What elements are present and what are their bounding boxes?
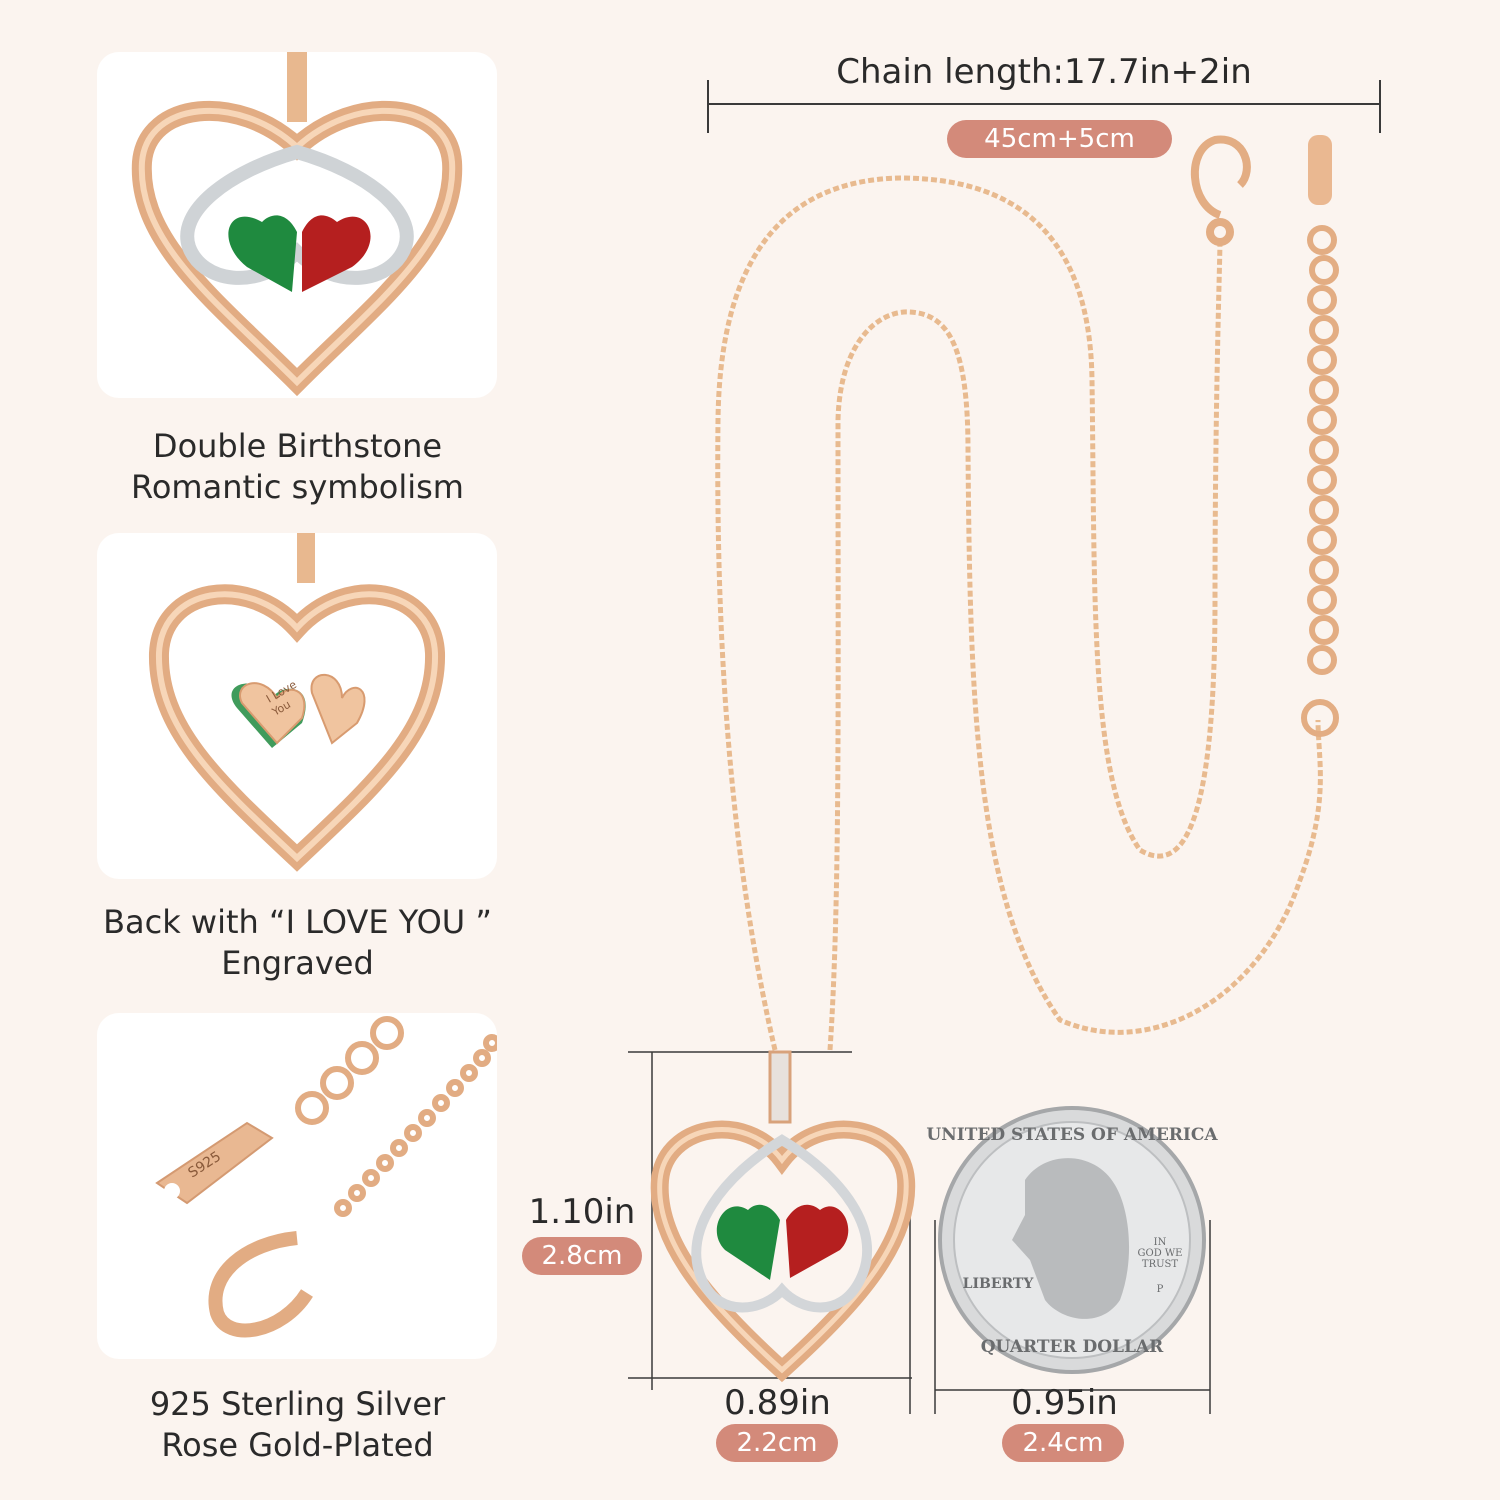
caption-line: Rose Gold-Plated (161, 1426, 434, 1464)
extender-chain (1301, 135, 1339, 737)
heart-pendant (650, 1050, 916, 1383)
coin-width-label: 0.95in (1011, 1383, 1118, 1423)
pendant-width-metric-pill: 2.2cm (716, 1424, 838, 1462)
front-pendant-image (131, 52, 463, 397)
quarter-coin: UNITED STATES OF AMERICA QUARTER DOLLAR … (926, 1106, 1218, 1374)
clasp-chain-card: S925 (97, 1013, 497, 1359)
pendant-dimension-lines (628, 1051, 1211, 1414)
coin-motto-text: IN (1154, 1237, 1167, 1248)
feature-caption-material: 925 Sterling Silver Rose Gold-Plated (60, 1384, 535, 1466)
engraved-back-card: I Love You (97, 533, 497, 879)
coin-mint-mark: P (1157, 1284, 1164, 1295)
pendant-height-metric-pill: 2.8cm (522, 1237, 642, 1275)
caption-line: Engraved (221, 944, 374, 982)
pendant-height-label: 1.10in (528, 1192, 636, 1232)
caption-line: 925 Sterling Silver (149, 1385, 446, 1423)
feature-caption-engraved: Back with “I LOVE YOU ” Engraved (60, 902, 535, 984)
necklace-chain (715, 175, 1323, 1051)
lobster-clasp-icon (1190, 135, 1251, 246)
coin-motto-text: GOD WE (1138, 1248, 1183, 1259)
chain-length-label: Chain length:17.7in+2in (836, 52, 1252, 92)
front-pendant-card (97, 52, 497, 398)
caption-line: Back with “I LOVE YOU ” (103, 903, 492, 941)
coin-top-text: UNITED STATES OF AMERICA (926, 1125, 1218, 1145)
pendant-width-label: 0.89in (724, 1383, 831, 1423)
chain-length-metric-pill: 45cm+5cm (947, 120, 1172, 158)
feature-caption-birthstone: Double Birthstone Romantic symbolism (60, 426, 535, 508)
caption-line: Romantic symbolism (131, 468, 464, 506)
engraved-back-image: I Love You (148, 533, 446, 872)
caption-line: Double Birthstone (152, 427, 443, 465)
coin-motto-text: TRUST (1142, 1259, 1178, 1270)
coin-bottom-text: QUARTER DOLLAR (981, 1337, 1164, 1357)
coin-width-metric-pill: 2.4cm (1002, 1424, 1124, 1462)
clasp-chain-image: S925 (155, 1016, 497, 1338)
coin-liberty-text: LIBERTY (963, 1276, 1035, 1292)
